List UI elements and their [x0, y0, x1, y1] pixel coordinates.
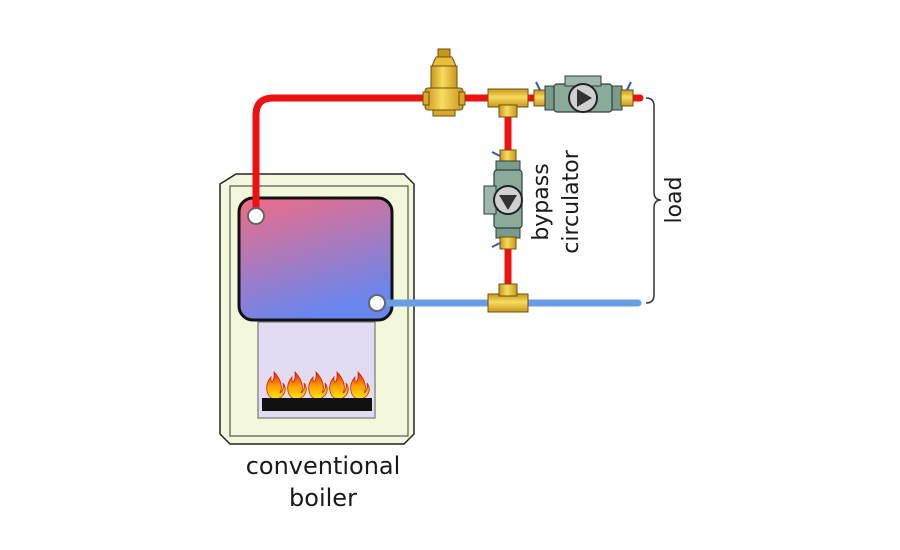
- boiler-label-line2: boiler: [289, 484, 357, 512]
- return-connection: [368, 294, 386, 312]
- load-label: load: [662, 176, 687, 223]
- bypass-label-line2: circulator: [559, 149, 584, 253]
- flame-icon: [329, 370, 349, 400]
- burner-icon: [262, 398, 372, 411]
- flame-icon: [287, 370, 307, 400]
- brace-icon: [645, 97, 662, 304]
- supply-pipe: [252, 94, 644, 220]
- bypass-label-line1: bypass: [529, 163, 554, 240]
- heat-exchanger: [237, 196, 394, 322]
- boiler-inner-panel: [229, 185, 409, 437]
- flame-icon: [350, 370, 370, 400]
- bypass-circulator-pump-icon: [483, 149, 523, 250]
- tee-fitting-icon: [487, 88, 529, 118]
- boiler: [219, 173, 415, 445]
- flame-icon: [266, 370, 286, 400]
- supply-connection: [247, 207, 265, 225]
- boiler-label-line1: conventional: [246, 452, 401, 480]
- air-separator-icon: [422, 48, 466, 117]
- flame-icon: [308, 370, 328, 400]
- burner-flames: [266, 370, 370, 400]
- tee-fitting-icon: [487, 283, 529, 313]
- circulator-pump-icon: [533, 75, 634, 113]
